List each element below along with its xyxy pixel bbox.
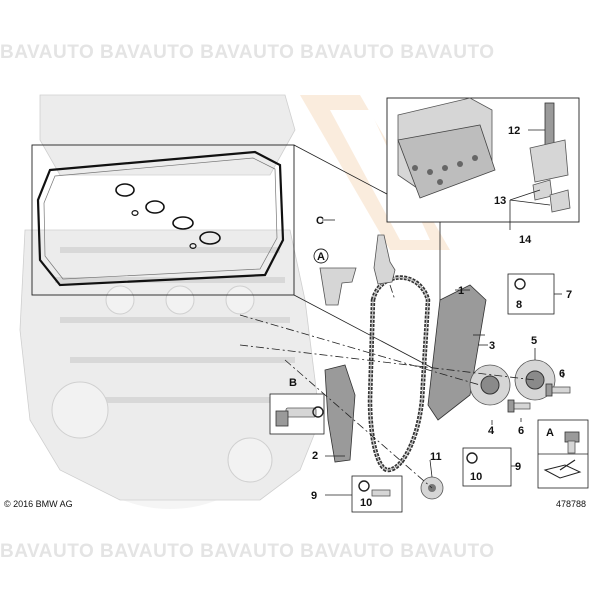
callout-6a: 6 (559, 368, 565, 380)
callout-b: B (289, 377, 297, 389)
callout-6b: 6 (518, 425, 524, 437)
copyright-text: © 2016 BMW AG (4, 499, 73, 509)
tensioner-rail (324, 364, 356, 463)
callout-2: 2 (312, 450, 318, 462)
callout-9b: 9 (311, 490, 317, 502)
assembly-center-lines (239, 284, 536, 489)
callout-1: 1 (458, 285, 464, 297)
chain-guide-rail (427, 284, 487, 421)
callout-12: 12 (508, 125, 520, 137)
detail-box-a (537, 419, 589, 489)
detail-box-8 (507, 273, 555, 315)
leader-lines (322, 129, 564, 496)
callout-3: 3 (489, 340, 495, 352)
detail-box-10-left (351, 475, 403, 513)
callout-10a: 10 (470, 471, 482, 483)
callout-c: C (316, 215, 324, 227)
callout-a-detail: A (546, 427, 554, 439)
timing-tool-kit-box (386, 97, 580, 223)
bolt-6b (507, 399, 531, 413)
detail-box-10-right (462, 447, 512, 487)
diagram-number: 478788 (556, 499, 586, 509)
callout-13: 13 (494, 195, 506, 207)
camshaft-sprocket-exhaust (469, 364, 511, 406)
locking-tool (373, 234, 396, 285)
valve-cover-gasket-box (31, 144, 295, 296)
gasket-box-connector-lower (293, 294, 441, 373)
engine-block-illustration (19, 94, 321, 501)
detail-box-b (269, 393, 325, 435)
watermark-top: BAVAUTO BAVAUTO BAVAUTO BAVAUTO BAVAUTO (0, 42, 495, 63)
callout-8: 8 (516, 299, 522, 311)
special-tool-a (319, 267, 357, 306)
callout-9a: 9 (515, 461, 521, 473)
watermark-bottom: BAVAUTO BAVAUTO BAVAUTO BAVAUTO BAVAUTO (0, 541, 495, 562)
callout-a-circled: A (313, 248, 329, 264)
callout-7: 7 (566, 289, 572, 301)
callout-4: 4 (488, 425, 495, 437)
timing-chain (367, 275, 431, 473)
callout-10b: 10 (360, 497, 372, 509)
bolt-6a (545, 383, 571, 397)
callout-14: 14 (519, 234, 532, 246)
camshaft-sprocket-intake (514, 359, 556, 401)
svg-text:A: A (317, 251, 325, 263)
callout-5: 5 (531, 335, 537, 347)
callout-11: 11 (430, 451, 442, 463)
